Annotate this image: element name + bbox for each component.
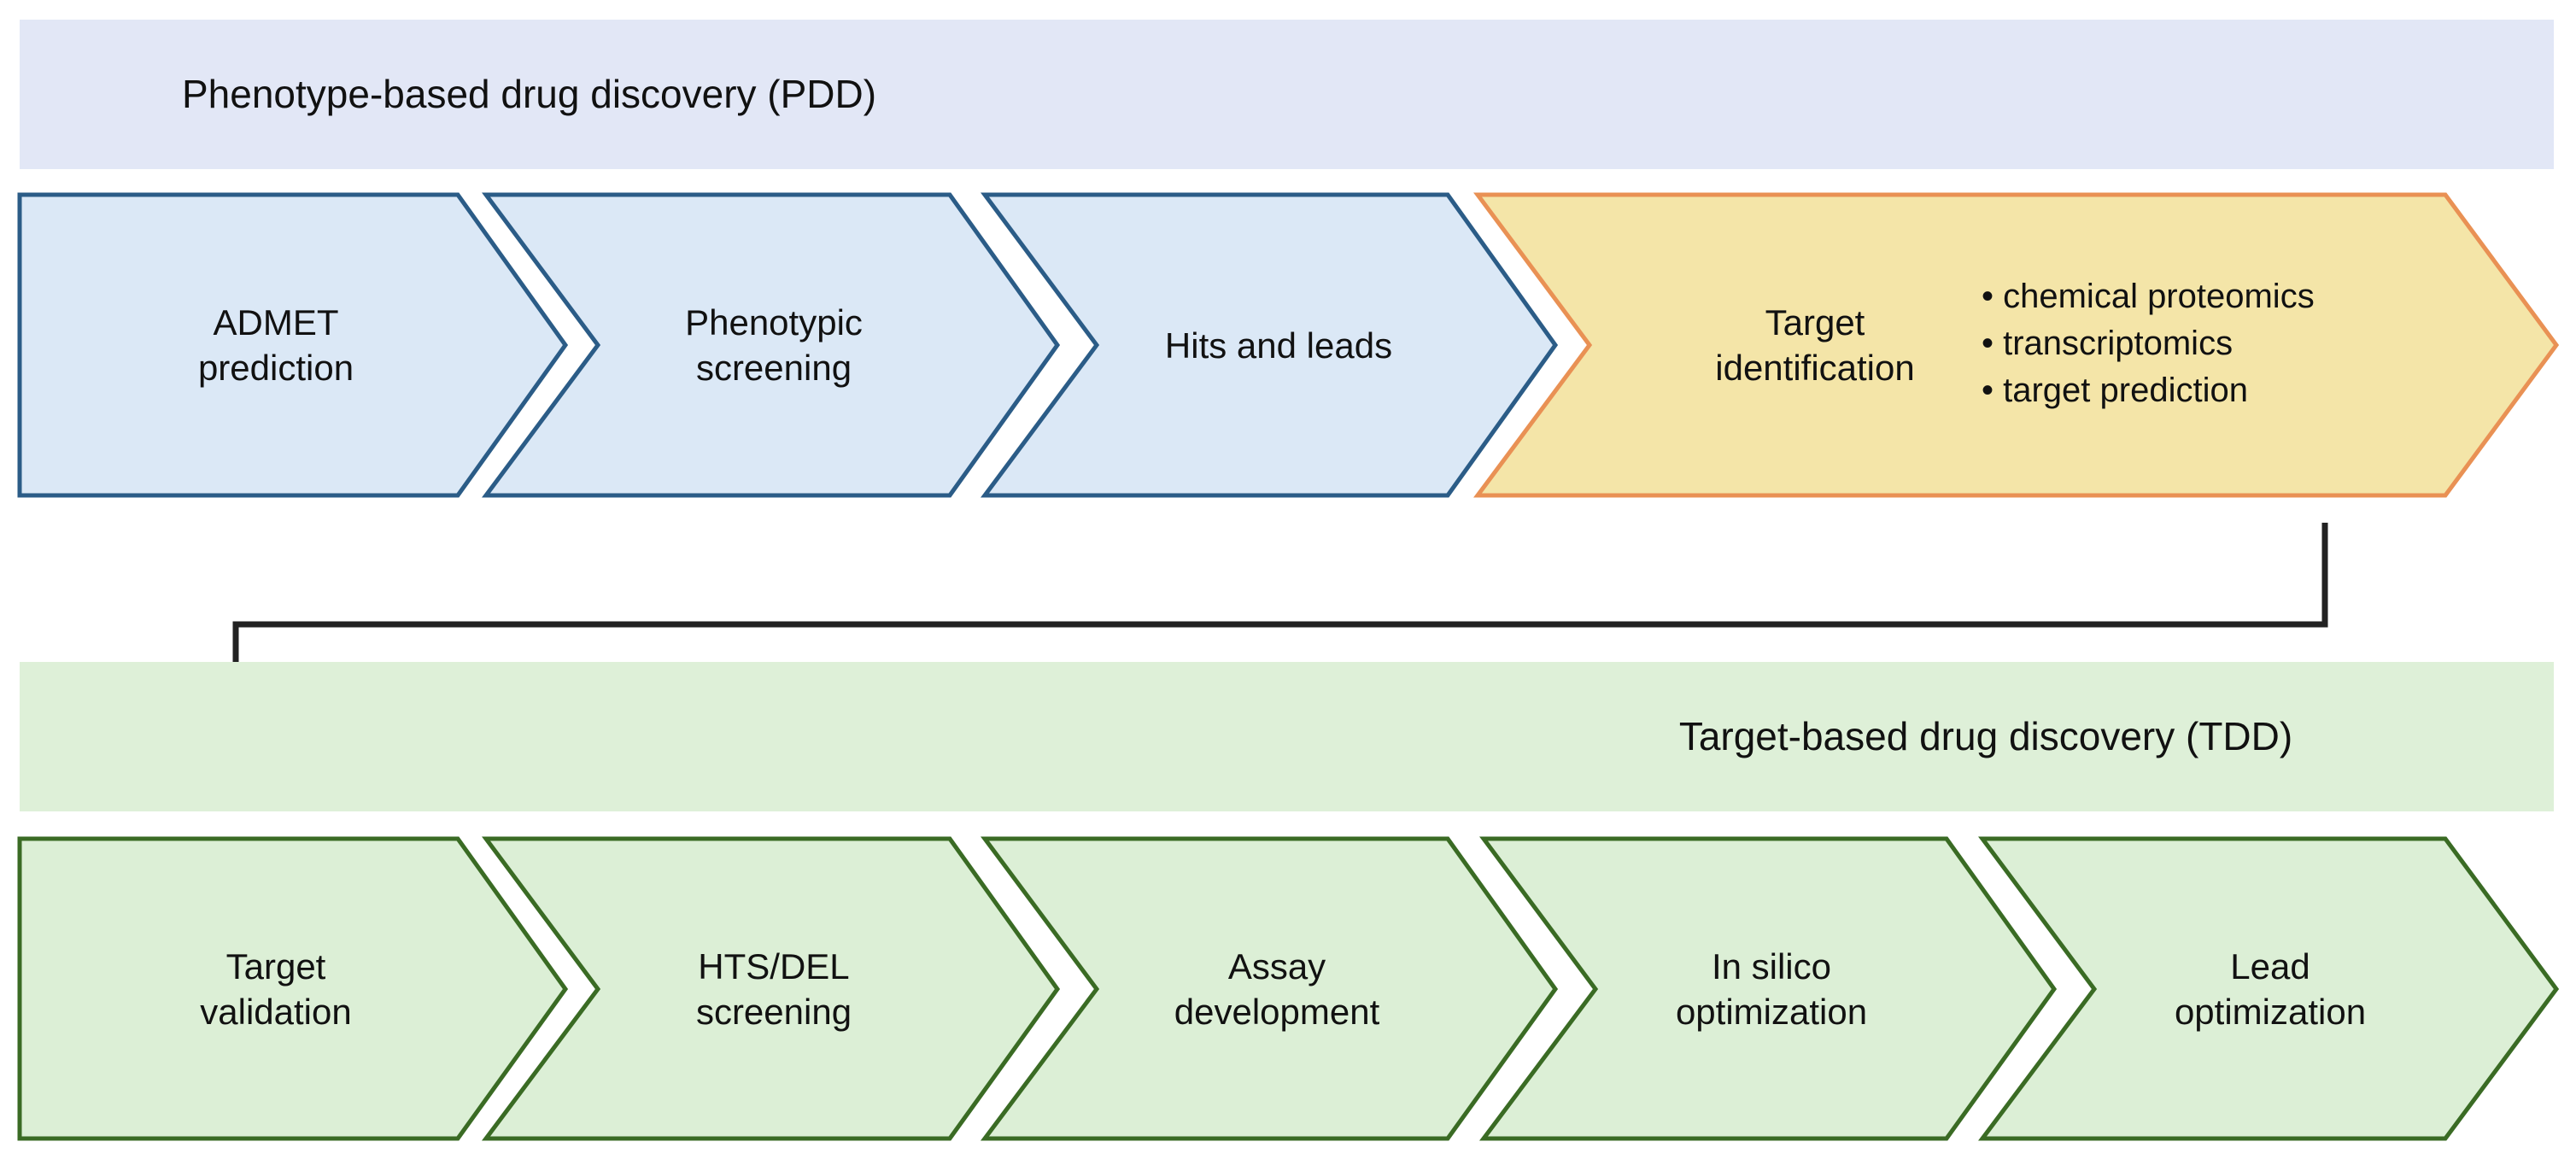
tdd-banner-title-wrap: Target-based drug discovery (TDD) <box>1495 662 2477 811</box>
bullet-item: • chemical proteomics <box>1982 278 2315 315</box>
chevron-target-identification <box>1473 192 2560 498</box>
bullet-item: • target prediction <box>1982 372 2248 409</box>
target-identification-bullet-list: • chemical proteomics • transcriptomics … <box>1982 273 2315 414</box>
chevron-target-validation <box>17 836 569 1141</box>
pdd-banner-title: Phenotype-based drug discovery (PDD) <box>182 72 877 117</box>
chevron-assay-development <box>981 836 1559 1141</box>
bullet-item: • transcriptomics <box>1982 325 2234 362</box>
tdd-banner <box>20 662 2554 811</box>
chevron-in-silico-optimization <box>1479 836 2058 1141</box>
chevron-admet-prediction <box>17 192 569 498</box>
pdd-to-tdd-connector-line <box>232 523 2328 699</box>
pdd-banner: Phenotype-based drug discovery (PDD) <box>20 20 2554 169</box>
chevron-phenotypic-screening <box>482 192 1061 498</box>
chevron-hits-and-leads <box>981 192 1559 498</box>
chevron-lead-optimization <box>1978 836 2560 1141</box>
chevron-hts-del-screening <box>482 836 1061 1141</box>
tdd-banner-title: Target-based drug discovery (TDD) <box>1678 714 2293 759</box>
